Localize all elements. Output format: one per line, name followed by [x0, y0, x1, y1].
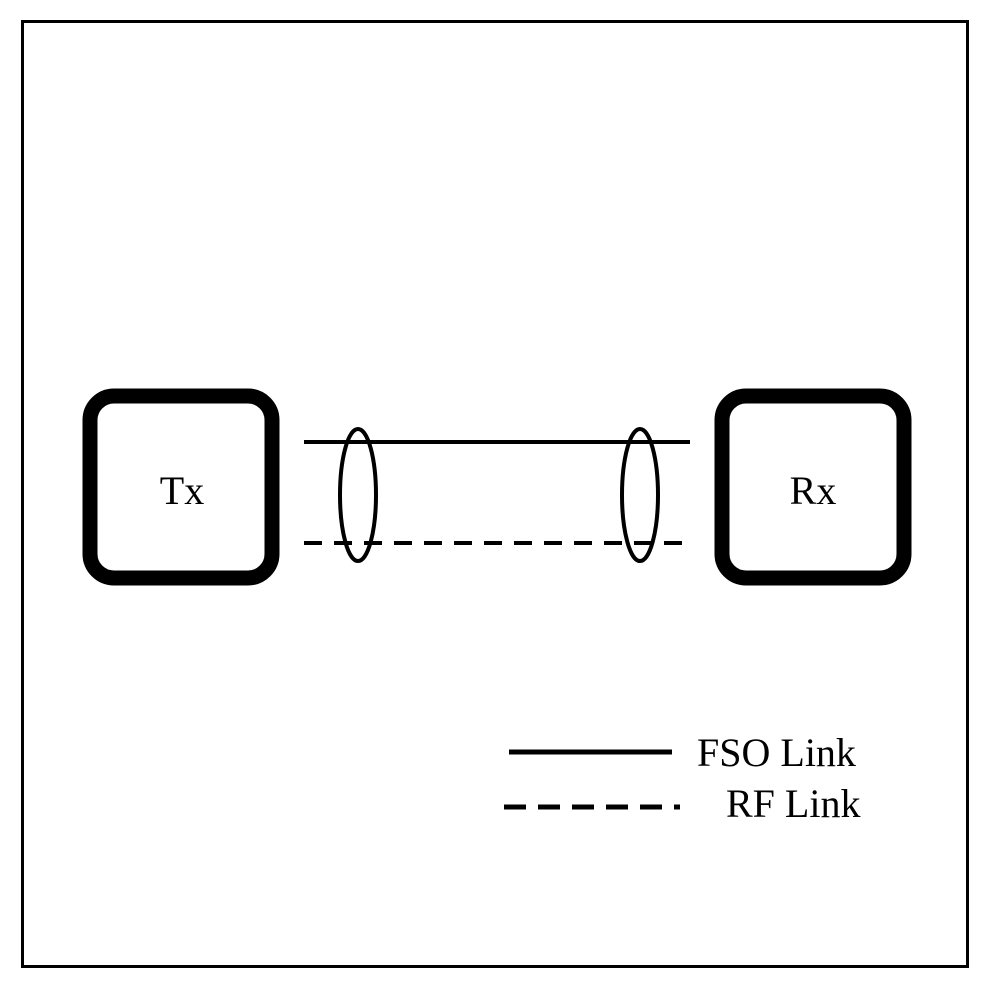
receiver-box: [714, 388, 912, 586]
legend: FSO Link RF Link: [504, 730, 860, 826]
legend-rf-label: RF Link: [726, 781, 860, 826]
left-link-bundle-ellipse: [338, 427, 378, 563]
right-link-bundle-ellipse: [620, 427, 660, 563]
transmitter-box: [82, 388, 280, 586]
legend-fso-label: FSO Link: [697, 730, 856, 775]
transmitter-label: Tx: [160, 468, 204, 513]
receiver-label: Rx: [790, 468, 837, 513]
transmitter-node: Tx: [82, 388, 280, 586]
receiver-node: Rx: [714, 388, 912, 586]
